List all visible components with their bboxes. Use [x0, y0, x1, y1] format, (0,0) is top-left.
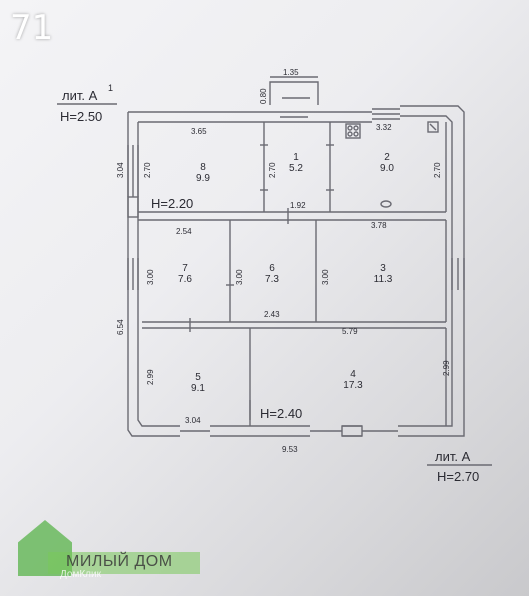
liter-top-name: лит. А	[62, 88, 98, 103]
porch-outline	[269, 81, 319, 105]
room-6-num: 6	[269, 263, 275, 274]
room-3-area: 11.3	[374, 274, 393, 285]
room-5-num: 5	[195, 372, 201, 383]
dim-porch-w: 1.35	[283, 68, 299, 77]
dim-r8-w: 3.65	[191, 127, 207, 136]
dim-total-w: 9.53	[282, 445, 298, 454]
dim-r7-w: 2.54	[176, 227, 192, 236]
sink-icon	[380, 200, 392, 208]
dim-r1-h: 2.70	[268, 162, 277, 178]
room-7-num: 7	[182, 263, 188, 274]
room-2-area: 9.0	[380, 163, 394, 174]
room-4-area: 17.3	[343, 380, 363, 391]
room-8-area: 9.9	[196, 173, 210, 184]
height-lower: H=2.40	[260, 406, 302, 421]
room-2-num: 2	[384, 152, 390, 163]
watermark-text: МИЛЫЙ ДОМ	[66, 553, 173, 570]
dim-r8-h: 2.70	[143, 162, 152, 178]
liter-bottom-height: H=2.70	[437, 469, 479, 484]
photo-number: 71	[10, 8, 54, 48]
dim-r1-w: 1.92	[290, 201, 306, 210]
windows	[127, 108, 465, 437]
room-6-area: 7.3	[265, 274, 279, 285]
room-3-num: 3	[380, 263, 386, 274]
dim-porch-d: 0.80	[259, 88, 268, 104]
dim-r4-w: 5.79	[342, 327, 358, 336]
dim-r2-w: 3.32	[376, 123, 392, 132]
dim-r5-w: 3.04	[185, 416, 201, 425]
room-1-area: 5.2	[289, 163, 303, 174]
dim-r7-h: 3.00	[146, 269, 155, 285]
dim-r3-w: 3.78	[371, 221, 387, 230]
watermark: МИЛЫЙ ДОМ ДомКлик	[18, 520, 200, 580]
stove-icon	[345, 123, 361, 139]
watermark-band	[48, 552, 200, 574]
dim-r6-w: 2.43	[264, 310, 280, 319]
height-upper: H=2.20	[151, 196, 193, 211]
dim-r6-h: 3.00	[235, 269, 244, 285]
dim-r3-h: 3.00	[321, 269, 330, 285]
interior-walls	[138, 122, 447, 426]
room-1-num: 1	[293, 152, 299, 163]
dim-left-top: 3.04	[116, 162, 125, 178]
dim-r5-h: 2.99	[146, 369, 155, 385]
room-5-area: 9.1	[191, 383, 205, 394]
boiler-icon	[427, 121, 439, 133]
dim-r2-h: 2.70	[433, 162, 442, 178]
dim-left-total: 6.54	[116, 319, 125, 335]
door-marks	[189, 144, 334, 420]
liter-top-sup: 1	[108, 83, 113, 93]
liter-top-height: H=2.50	[60, 109, 102, 124]
liter-bottom-name: лит. А	[435, 449, 471, 464]
room-4-num: 4	[350, 369, 356, 380]
room-7-area: 7.6	[178, 274, 192, 285]
dim-r4-h: 2.99	[442, 360, 451, 376]
watermark-sub: ДомКлик	[60, 569, 101, 580]
room-8-num: 8	[200, 162, 206, 173]
